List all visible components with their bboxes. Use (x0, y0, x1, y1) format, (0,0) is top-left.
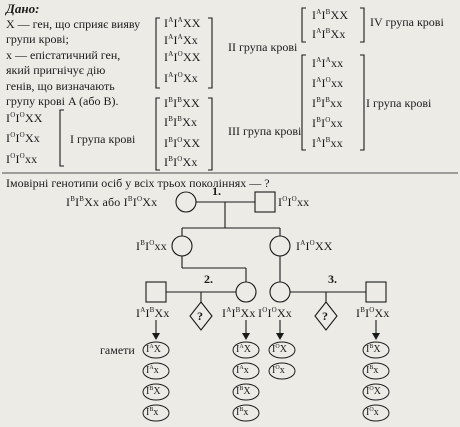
gamete: IBX (366, 344, 381, 355)
genotype: IBIOXx (356, 306, 390, 320)
given-line-3: x — епістатичний ген, (6, 48, 121, 62)
genotype: IOIOxx (6, 152, 38, 166)
gamete: IAX (236, 344, 251, 355)
gamete: IOx (272, 365, 285, 376)
genotype: IBIBXx або IBIOXx (66, 195, 158, 209)
gamete: IBX (146, 386, 161, 397)
generation-2-label: 2. (204, 272, 213, 286)
group-label-2: II група крові (228, 40, 298, 54)
unknown-marker: ? (197, 309, 203, 323)
genotype: IAIOxx (312, 76, 344, 90)
given-title: Дано: (6, 1, 40, 16)
genotype: IAIOXX (296, 239, 333, 253)
given-line-5: генів, що визначають (6, 79, 115, 93)
or-text: або (102, 195, 121, 209)
gamete: IAx (236, 365, 249, 376)
genotype: IAIAXX (164, 16, 201, 30)
genotype: IAIBXx (222, 306, 256, 320)
group-label-3: III група крові (228, 124, 302, 138)
genotype: IAIBXx (136, 306, 170, 320)
genotype: IAIAxx (312, 56, 344, 70)
genotype: IAIAXx (164, 33, 199, 47)
given-line-4: який пригнічує дію (6, 63, 106, 77)
genotype: IAIBXX (312, 8, 349, 22)
given-line-2: групи крові; (6, 32, 69, 46)
genotype: IBIOXX (164, 136, 201, 150)
generation-1-label: 1. (212, 184, 221, 198)
gametes-label: гамети (100, 343, 135, 357)
group-label-4: IV група крові (370, 15, 444, 29)
genotype: IAIBXx (312, 27, 346, 41)
pedigree-heading: Імовірні генотипи осіб у всіх трьох поко… (6, 176, 270, 190)
gamete: IBx (366, 365, 379, 376)
group-label-1b: I група крові (366, 96, 432, 110)
genotype: IBIOxx (312, 116, 343, 130)
genotype: IOIOXx (258, 306, 293, 320)
genotype: IAIBxx (312, 136, 343, 150)
given-line-1: X — ген, що сприяє вияву (6, 17, 141, 31)
genotype: IBIBXx (164, 115, 198, 129)
genotype: IOIOxx (278, 195, 310, 209)
genotype: IBIOXx (164, 155, 198, 169)
gamete: IAX (146, 344, 161, 355)
genotype: IBIOxx (136, 239, 167, 253)
gamete: IBx (146, 407, 159, 418)
generation-3-label: 3. (328, 272, 337, 286)
gamete: IOX (366, 386, 381, 397)
genotype: IAIOXx (164, 71, 199, 85)
gamete: IOX (272, 344, 287, 355)
genotype: IBIBXX (164, 96, 200, 110)
gamete: IBx (236, 407, 249, 418)
genotype: IOIOXX (6, 111, 43, 125)
unknown-marker: ? (322, 309, 328, 323)
gamete: IBX (236, 386, 251, 397)
gamete: IAx (146, 365, 159, 376)
gamete: IOx (366, 407, 379, 418)
genotype: IAIOXX (164, 50, 201, 64)
group-label-1: I група крові (70, 132, 136, 146)
genotype: IBIBxx (312, 96, 343, 110)
genotype: IOIOXx (6, 131, 41, 145)
given-line-6: групу крові A (або B). (6, 94, 119, 108)
